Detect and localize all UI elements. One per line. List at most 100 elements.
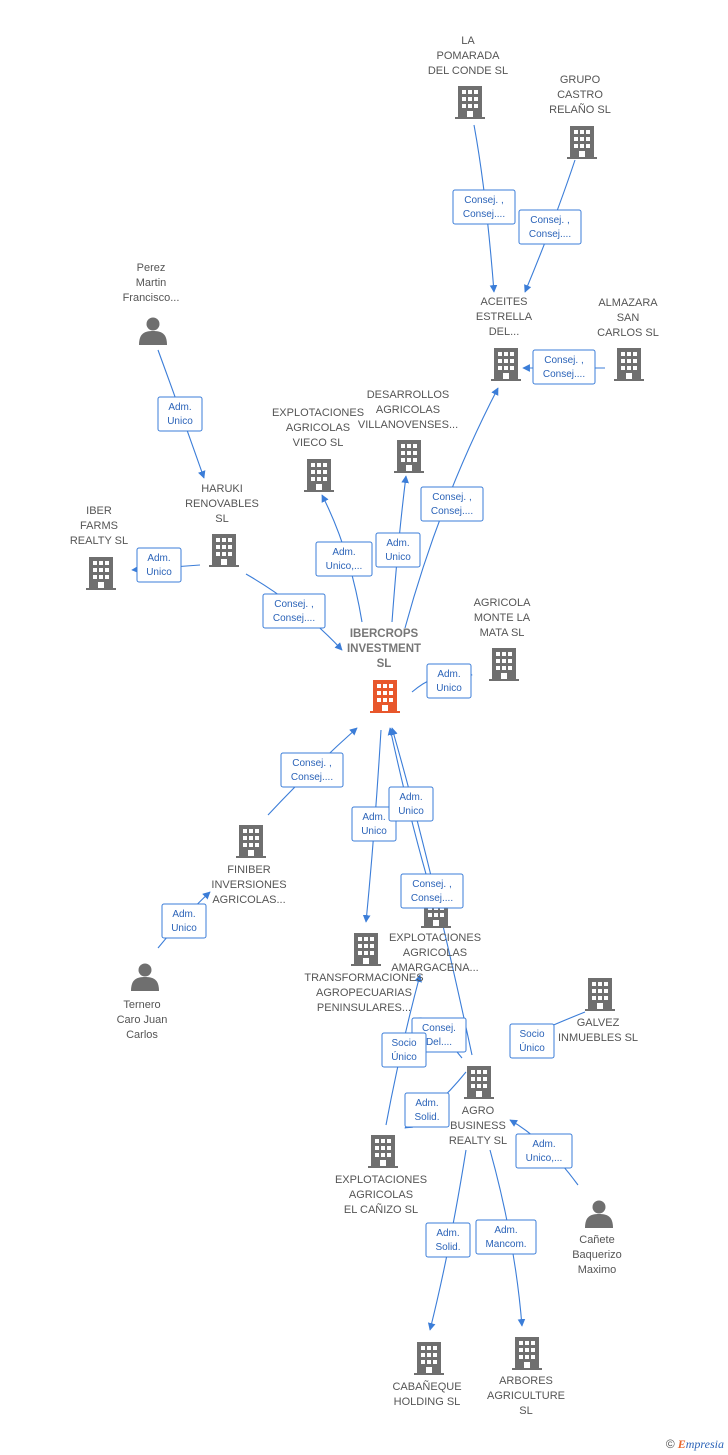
relation-label-box: [420, 486, 484, 522]
node-label-line: DEL CONDE SL: [428, 65, 508, 77]
relation-label-box: [351, 806, 397, 842]
relation-label-text: Solid.: [414, 1112, 439, 1123]
relation-label[interactable]: Adm.Unico,...: [315, 541, 373, 577]
node-cabanequ[interactable]: CABAÑEQUE HOLDING SL: [392, 1342, 462, 1408]
relation-label[interactable]: Consej. ,Consej....: [532, 349, 596, 385]
relation-label[interactable]: Consej. ,Consej....: [452, 189, 516, 225]
node-label-line: BUSINESS: [450, 1120, 506, 1132]
relation-label[interactable]: Adm.Unico: [351, 806, 397, 842]
relation-label[interactable]: Consej. ,Consej....: [518, 209, 582, 245]
node-label-line: RELAÑO SL: [549, 103, 611, 116]
building-icon: [370, 680, 400, 713]
relation-label[interactable]: Adm.Unico,...: [515, 1133, 573, 1169]
relation-label-text: Socio: [391, 1038, 416, 1049]
relation-label-box: [315, 541, 373, 577]
node-label-line: Maximo: [578, 1264, 617, 1276]
node-label-line: ACEITES: [480, 296, 527, 308]
relation-label-text: Adm.: [436, 1228, 459, 1239]
building-icon: [304, 459, 334, 492]
node-label-line: AMARGACENA...: [391, 962, 478, 974]
relation-label-text: Unico: [436, 683, 462, 694]
relation-label[interactable]: Consej. , Consej....: [400, 873, 464, 909]
node-label-line: SL: [377, 658, 392, 670]
node-haruki[interactable]: HARUKI RENOVABLES SL: [185, 483, 259, 567]
node-label-line: CABAÑEQUE: [392, 1380, 461, 1393]
node-label-line: DEL...: [489, 326, 520, 338]
relation-label-text: Unico: [167, 416, 193, 427]
relation-label-box: [157, 396, 203, 432]
relation-label[interactable]: Adm.Unico: [136, 547, 182, 583]
relation-label[interactable]: Adm.Solid.: [404, 1092, 450, 1128]
relation-label[interactable]: Adm.Unico: [161, 903, 207, 939]
building-icon: [614, 348, 644, 381]
node-label-line: GALVEZ: [577, 1017, 620, 1029]
relation-label-text: Unico: [385, 552, 411, 563]
node-label-line: HARUKI: [201, 483, 243, 495]
building-icon: [394, 440, 424, 473]
relation-label-text: Adm.: [147, 553, 170, 564]
person-icon: [139, 317, 167, 345]
relation-label-text: Adm.: [386, 538, 409, 549]
relation-label-text: Consej. ,: [464, 195, 503, 206]
relation-label-box: [515, 1133, 573, 1169]
relation-label-text: Del....: [426, 1037, 452, 1048]
relation-label-text: Consej....: [411, 893, 453, 904]
relation-label-text: Consej. ,: [432, 492, 471, 503]
relation-label[interactable]: Adm.Solid.: [425, 1222, 471, 1258]
node-label-line: FARMS: [80, 520, 118, 532]
relation-label[interactable]: Consej. ,Consej....: [420, 486, 484, 522]
relation-label-text: Adm.: [494, 1225, 517, 1236]
relation-label-text: Consej....: [291, 772, 333, 783]
relation-label-text: Consej. ,: [274, 599, 313, 610]
node-label-line: Caro Juan: [117, 1014, 168, 1026]
node-label-line: RENOVABLES: [185, 498, 259, 510]
relation-label[interactable]: Adm. Unico: [375, 532, 421, 568]
relation-label-box: [161, 903, 207, 939]
relation-label[interactable]: Adm.Unico: [426, 663, 472, 699]
node-transformaciones[interactable]: TRANSFORMACIONESAGROPECUARIASPENINSULARE…: [304, 933, 424, 1014]
node-label-line: DESARROLLOS: [367, 389, 450, 401]
relation-label[interactable]: Adm.Mancom.: [475, 1219, 537, 1255]
node-label-line: INVESTMENT: [347, 643, 421, 655]
node-desarrollos[interactable]: DESARROLLOSAGRICOLASVILLANOVENSES...: [358, 389, 458, 473]
node-perez-martin[interactable]: PerezMartinFrancisco...: [123, 262, 180, 345]
node-label-line: HOLDING SL: [394, 1396, 461, 1408]
relation-label[interactable]: Consej. ,Consej....: [280, 752, 344, 788]
relation-label-box: [509, 1023, 555, 1059]
node-finiber[interactable]: FINIBERINVERSIONESAGRICOLAS...: [211, 825, 287, 906]
relation-label-box: [452, 189, 516, 225]
node-label-line: EXPLOTACIONES: [272, 407, 364, 419]
relation-label[interactable]: Adm.Unico: [157, 396, 203, 432]
relation-label-text: Adm.: [362, 812, 385, 823]
building-icon: [567, 126, 597, 159]
node-amargacena[interactable]: EXPLOTACIONESAGRICOLASAMARGACENA...: [389, 895, 481, 974]
relation-label[interactable]: Consej. ,Consej....: [262, 593, 326, 629]
node-label-line: Cañete: [579, 1234, 614, 1246]
building-icon: [464, 1066, 494, 1099]
node-label-line: ESTRELLA: [476, 311, 533, 323]
node-label-line: FINIBER: [227, 864, 270, 876]
relation-label[interactable]: Adm.Unico: [388, 786, 434, 822]
relation-label-text: Adm.: [332, 547, 355, 558]
relation-label-text: Consej. ,: [412, 879, 451, 890]
node-aceites-estrella[interactable]: ACEITES ESTRELLA DEL...: [476, 296, 533, 381]
node-label-line: SL: [215, 513, 228, 525]
relation-label-box: [475, 1219, 537, 1255]
relation-label-box: [425, 1222, 471, 1258]
node-label-line: AGRICULTURE: [487, 1390, 565, 1402]
